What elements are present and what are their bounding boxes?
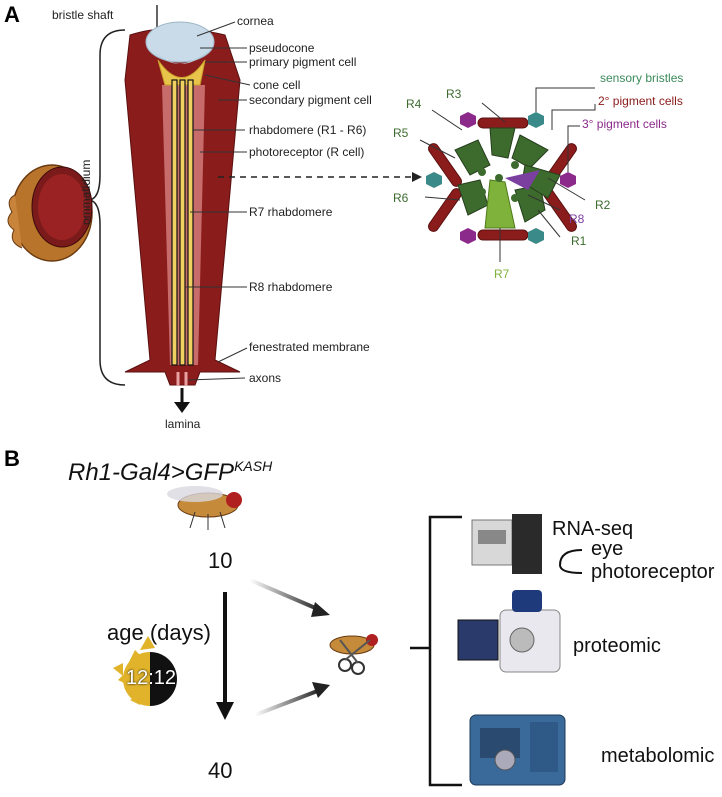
mass-spec-icon bbox=[457, 590, 561, 673]
sequencer-icon bbox=[471, 514, 542, 574]
pseudocone-shape bbox=[150, 48, 212, 64]
label-r5: R5 bbox=[393, 126, 409, 140]
label-r2: R2 bbox=[595, 198, 611, 212]
genotype-main: Rh1-Gal4>GFP bbox=[68, 459, 235, 486]
genotype-superscript: KASH bbox=[234, 458, 273, 474]
label-r7: R7 bbox=[494, 267, 510, 281]
label-r4: R4 bbox=[406, 97, 422, 111]
ommatidium-bracket bbox=[87, 29, 126, 386]
label-r8: R8 bbox=[569, 212, 585, 226]
age-end: 40 bbox=[208, 758, 233, 783]
assay-bracket bbox=[410, 515, 462, 787]
label-lamina: lamina bbox=[165, 417, 201, 431]
label-fenestrated-membrane: fenestrated membrane bbox=[249, 340, 370, 354]
ommatidium-diagram bbox=[87, 5, 422, 413]
cone-cell-shape bbox=[157, 59, 206, 86]
legend-secondary-pigment: 2° pigment cells bbox=[598, 94, 683, 108]
metabolomic-instrument-icon bbox=[469, 714, 566, 786]
r7-shape bbox=[484, 179, 516, 229]
cross-section-diagram bbox=[419, 87, 596, 262]
assay-photoreceptor: photoreceptor bbox=[591, 561, 715, 583]
label-r7-rhabdomere: R7 rhabdomere bbox=[249, 205, 333, 219]
fly-head-illustration bbox=[7, 164, 93, 262]
label-cornea: cornea bbox=[237, 14, 274, 28]
label-pseudocone: pseudocone bbox=[249, 41, 315, 55]
legend-sensory-bristles: sensory bristles bbox=[600, 71, 684, 85]
label-ommatidium: ommatidium bbox=[79, 159, 93, 225]
label-secondary-pigment-cell: secondary pigment cell bbox=[249, 93, 372, 107]
dissection-icon bbox=[329, 634, 378, 675]
light-cycle-icon bbox=[113, 636, 177, 706]
panel-b-letter: B bbox=[4, 446, 20, 471]
assay-proteomic: proteomic bbox=[573, 635, 661, 657]
label-axons: axons bbox=[249, 371, 282, 385]
fly-icon bbox=[167, 486, 242, 530]
rhabdomere-bundle bbox=[171, 79, 194, 366]
genotype-label: Rh1-Gal4>GFPKASH bbox=[68, 459, 272, 485]
assay-rna-seq: RNA-seq bbox=[552, 518, 634, 540]
assay-eye: eye bbox=[591, 538, 624, 560]
label-primary-pigment-cell: primary pigment cell bbox=[249, 55, 357, 69]
label-photoreceptor: photoreceptor (R cell) bbox=[249, 145, 365, 159]
panel-b-diagram bbox=[113, 486, 583, 787]
label-bristle-shaft: bristle shaft bbox=[52, 8, 114, 22]
label-r8-rhabdomere: R8 rhabdomere bbox=[249, 280, 333, 294]
label-r3: R3 bbox=[446, 87, 462, 101]
assay-metabolomic: metabolomic bbox=[601, 745, 715, 767]
panel-a-letter: A bbox=[4, 2, 20, 27]
label-r6: R6 bbox=[393, 191, 409, 205]
label-rhabdomere: rhabdomere (R1 - R6) bbox=[249, 123, 367, 137]
light-cycle-label: 12:12 bbox=[126, 667, 177, 689]
age-label: age (days) bbox=[107, 620, 211, 645]
label-cone-cell: cone cell bbox=[253, 78, 301, 92]
cornea-shape bbox=[145, 21, 215, 63]
age-start: 10 bbox=[208, 548, 233, 573]
r8-shape bbox=[505, 170, 540, 190]
legend-tertiary-pigment: 3° pigment cells bbox=[582, 117, 667, 131]
label-r1: R1 bbox=[571, 234, 587, 248]
